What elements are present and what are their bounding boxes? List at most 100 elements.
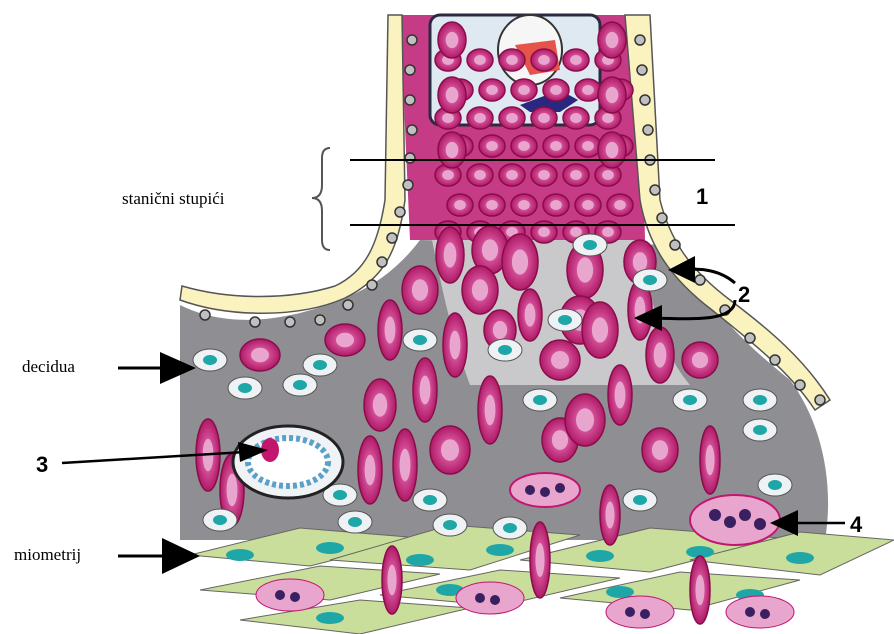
cell-nucleus bbox=[450, 331, 461, 360]
cell-nucleus bbox=[336, 333, 354, 347]
cell-nucleus bbox=[536, 543, 545, 577]
decidual-nucleus bbox=[293, 380, 307, 390]
cell-nucleus bbox=[485, 395, 496, 426]
syncytiotrophoblast-left bbox=[180, 15, 405, 313]
decidual-nucleus bbox=[753, 425, 767, 435]
cell-nucleus bbox=[538, 227, 550, 237]
cell-nucleus bbox=[692, 352, 708, 368]
label-number-4: 4 bbox=[850, 512, 863, 537]
cell-nucleus bbox=[550, 200, 562, 210]
trophoblast-border-nucleus bbox=[407, 35, 417, 45]
trophoblast-border-nucleus bbox=[250, 317, 260, 327]
cell-nucleus bbox=[615, 382, 626, 409]
cell-nucleus bbox=[474, 55, 486, 65]
cell-nucleus bbox=[227, 474, 238, 506]
cell-nucleus bbox=[474, 170, 486, 180]
cell-nucleus bbox=[472, 279, 488, 301]
decidual-nucleus bbox=[643, 275, 657, 285]
cell-nucleus bbox=[446, 87, 459, 103]
decidual-nucleus bbox=[753, 395, 767, 405]
cell-nucleus bbox=[385, 317, 396, 344]
cell-nucleus bbox=[550, 141, 562, 151]
cell-nucleus bbox=[606, 502, 615, 529]
cell-nucleus bbox=[442, 113, 454, 123]
cell-nucleus bbox=[633, 252, 647, 272]
cell-nucleus bbox=[454, 200, 466, 210]
trophoblast-border-nucleus bbox=[635, 35, 645, 45]
trophoblast-border-nucleus bbox=[367, 280, 377, 290]
cell-nucleus bbox=[512, 249, 528, 274]
cell-nucleus bbox=[614, 200, 626, 210]
cell-nucleus bbox=[654, 342, 667, 367]
trophoblast-border-nucleus bbox=[795, 380, 805, 390]
cell-nucleus bbox=[442, 170, 454, 180]
cell-nucleus bbox=[525, 303, 536, 326]
trophoblast-border-nucleus bbox=[387, 233, 397, 243]
cell-nucleus bbox=[592, 317, 608, 342]
cell-nucleus bbox=[570, 227, 582, 237]
cell-nucleus bbox=[486, 85, 498, 95]
cell-nucleus bbox=[582, 141, 594, 151]
decidual-nucleus bbox=[333, 490, 347, 500]
trophoblast-border-nucleus bbox=[745, 333, 755, 343]
trophoblast-border-nucleus bbox=[395, 207, 405, 217]
cell-nucleus bbox=[538, 113, 550, 123]
cell-nucleus bbox=[570, 170, 582, 180]
cell-nucleus bbox=[606, 32, 619, 48]
decidual-nucleus bbox=[558, 315, 572, 325]
cell-nucleus bbox=[518, 141, 530, 151]
cell-nucleus bbox=[506, 113, 518, 123]
trophoblast-border-nucleus bbox=[405, 153, 415, 163]
label-number-3: 3 bbox=[36, 452, 48, 477]
decidual-nucleus bbox=[443, 520, 457, 530]
cell-nucleus bbox=[602, 227, 614, 237]
cell-nucleus bbox=[538, 55, 550, 65]
trophoblast-border-nucleus bbox=[643, 125, 653, 135]
label-miometrij: miometrij bbox=[14, 545, 81, 564]
trophoblast-border-nucleus bbox=[377, 257, 387, 267]
cell-nucleus bbox=[570, 113, 582, 123]
spiral-artery bbox=[233, 426, 343, 498]
cell-nucleus bbox=[373, 393, 387, 416]
cell-nucleus bbox=[606, 87, 619, 103]
decidual-nucleus bbox=[413, 335, 427, 345]
trophoblast-border-nucleus bbox=[650, 185, 660, 195]
cell-nucleus bbox=[582, 200, 594, 210]
label-number-2: 2 bbox=[738, 282, 750, 307]
decidual-nucleus bbox=[633, 495, 647, 505]
decidual-nucleus bbox=[683, 395, 697, 405]
cell-nucleus bbox=[602, 170, 614, 180]
decidual-nucleus bbox=[348, 517, 362, 527]
cell-nucleus bbox=[551, 351, 569, 369]
trophoblast-border-nucleus bbox=[670, 240, 680, 250]
cell-nucleus bbox=[251, 348, 269, 362]
label-number-1: 1 bbox=[696, 184, 708, 209]
cell-nucleus bbox=[412, 279, 428, 301]
trophoblast-border-nucleus bbox=[770, 355, 780, 365]
decidual-nucleus bbox=[213, 515, 227, 525]
decidual-nucleus bbox=[423, 495, 437, 505]
cell-nucleus bbox=[602, 113, 614, 123]
decidual-nucleus bbox=[768, 480, 782, 490]
cell-nucleus bbox=[706, 445, 715, 476]
trophoblast-border-nucleus bbox=[285, 317, 295, 327]
cell-nucleus bbox=[696, 575, 705, 606]
cell-nucleus bbox=[420, 376, 431, 405]
cell-nucleus bbox=[446, 32, 459, 48]
arrow-miometrij bbox=[118, 538, 200, 574]
cell-nucleus bbox=[606, 142, 619, 158]
trophoblast-border-nucleus bbox=[405, 65, 415, 75]
trophoblast-border-nucleus bbox=[200, 310, 210, 320]
trophoblast-border-nucleus bbox=[640, 95, 650, 105]
cell-nucleus bbox=[582, 85, 594, 95]
trophoblast-border-nucleus bbox=[315, 315, 325, 325]
decidual-nucleus bbox=[203, 355, 217, 365]
brace bbox=[312, 148, 330, 250]
cell-nucleus bbox=[400, 449, 411, 481]
cell-nucleus bbox=[506, 170, 518, 180]
cell-nucleus bbox=[474, 113, 486, 123]
decidual-nucleus bbox=[583, 240, 597, 250]
trophoblast-border-nucleus bbox=[403, 180, 413, 190]
cell-nucleus bbox=[538, 170, 550, 180]
